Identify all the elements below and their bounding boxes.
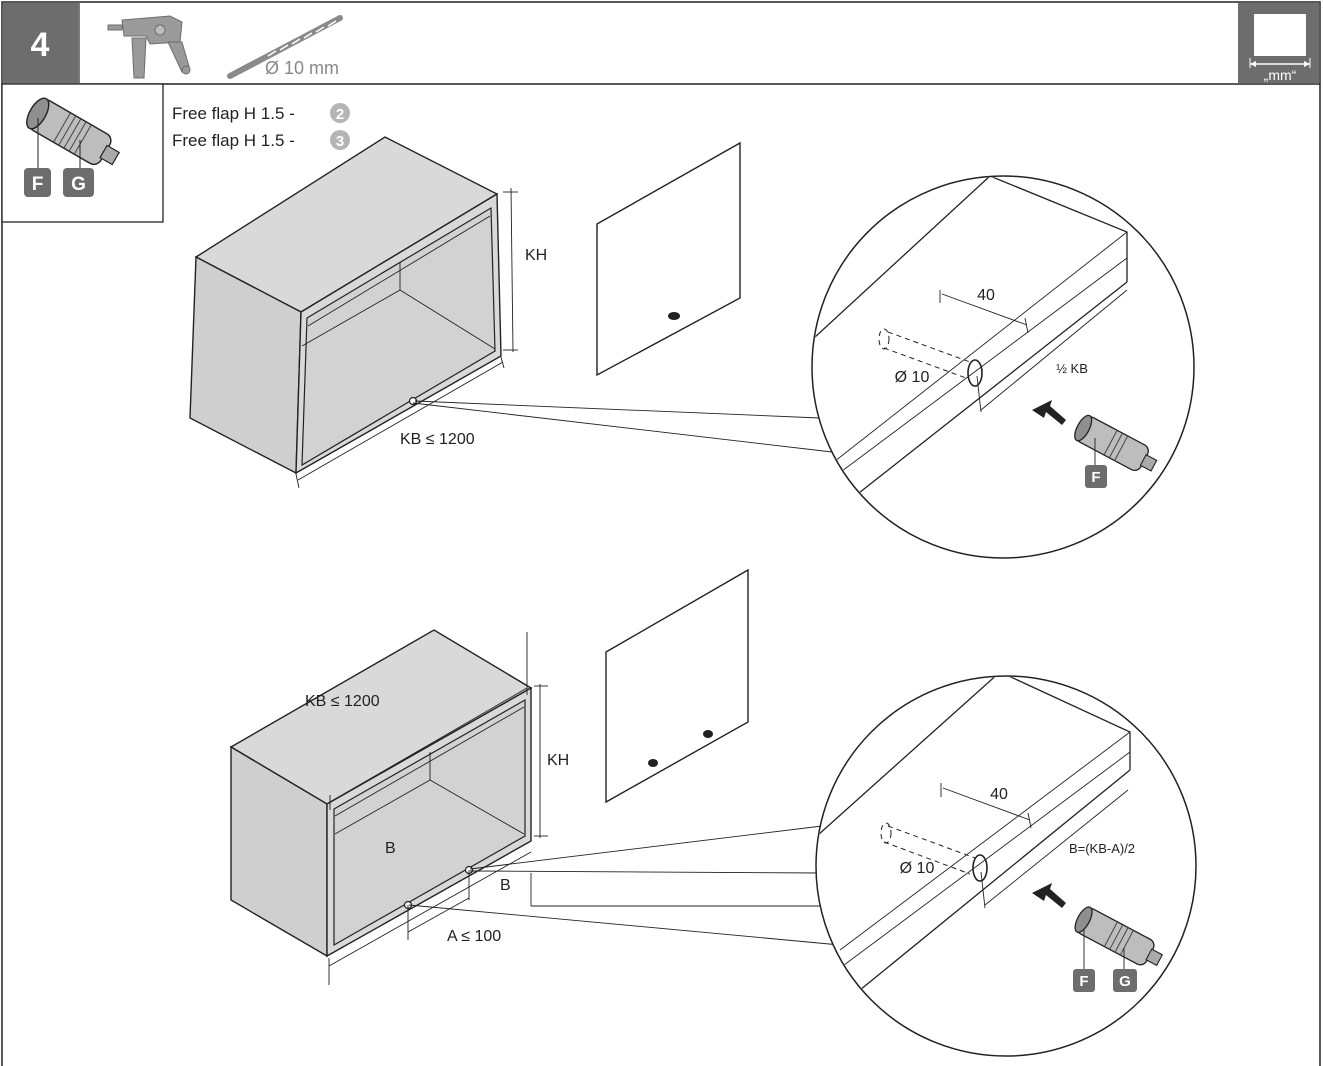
bottom-kb-label: KB ≤ 1200 [305,693,380,710]
part-label-f: F [32,174,44,195]
top-detail-diameter-label: Ø 10 [895,369,930,386]
bottom-kh-label: KH [547,752,569,769]
top-kh-label: KH [525,247,547,264]
unit-mm-box: „mm“ [1238,3,1319,83]
bottom-spacing-label: A ≤ 100 [447,928,501,945]
variant-badge-1: 2 [336,106,344,123]
variant-label-2: Free flap H 1.5 - [172,131,295,150]
bottom-inner-b-label: B [385,840,396,857]
unit-label: „mm“ [1264,67,1297,83]
top-detail-view: 40 Ø 10 ½ KB F [811,175,1195,559]
drill-bit-diameter-label: Ø 10 mm [265,58,339,78]
parts-box: F G [1,83,164,223]
drill-bit-icon [227,15,343,79]
insert-arrow-icon [1032,883,1066,908]
variant-label-1: Free flap H 1.5 - [172,104,295,123]
top-cabinet: KH KB ≤ 1200 [189,136,547,489]
top-flap-panel [596,141,741,377]
bottom-detail-part-f-box [1073,969,1095,992]
part-label-g-box [63,168,94,197]
part-label-g: G [71,174,86,195]
step-number: 4 [31,26,50,64]
step-number-box [3,3,78,83]
bottom-detail-position-label: B=(KB-A)/2 [1069,841,1135,856]
top-kb-label: KB ≤ 1200 [400,431,475,448]
variant-badge-2-circle [330,130,350,150]
bottom-detail-part-f: F [1079,973,1088,990]
bottom-detail-part-g: G [1119,973,1131,990]
variant-badge-2: 3 [336,133,344,150]
variant-badge-1-circle [330,103,350,123]
top-dowel-icon [1074,414,1158,472]
variant-list: Free flap H 1.5 - 2 Free flap H 1.5 - 3 [172,103,350,150]
top-detail-dist-label: 40 [977,287,995,304]
top-leader-lines [412,400,833,453]
bottom-detail-part-g-box [1113,969,1137,992]
top-detail-part-f: F [1091,469,1100,486]
bottom-dowel-icon [1074,906,1164,967]
top-detail-part-f-box [1085,465,1107,488]
dowel-fitting-icon [26,97,121,166]
bottom-detail-dist-label: 40 [990,786,1008,803]
insert-arrow-icon [1032,400,1066,425]
top-detail-position-label: ½ KB [1056,361,1088,376]
bottom-cabinet: KB ≤ 1200 KH B A ≤ 100 B [229,629,569,985]
bottom-detail-diameter-label: Ø 10 [900,860,935,877]
bottom-flap-panel [605,568,749,804]
bottom-offset-b-label: B [500,877,511,894]
header-bar: 4 Ø 10 mm „mm“ [1,1,1321,85]
part-label-f-box [24,168,51,197]
drill-icon [107,15,191,79]
bottom-detail-view: 40 Ø 10 B=(KB-A)/2 F G [815,675,1197,1057]
